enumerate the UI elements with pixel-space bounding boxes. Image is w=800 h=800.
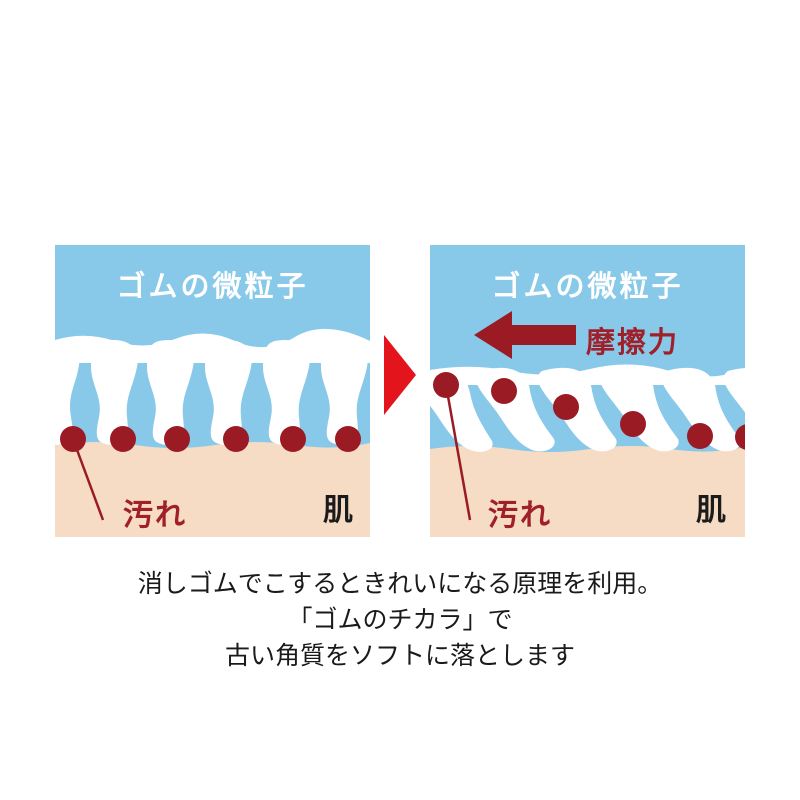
skin-label: 肌 [323, 493, 353, 528]
friction-label: 摩擦力 [586, 325, 680, 359]
skin-layer [55, 442, 370, 537]
dirt-leader-line [71, 438, 105, 521]
panel-title: ゴムの微粒子 [116, 269, 309, 303]
rubbed-particles-illustration [430, 311, 745, 537]
panel-title: ゴムの微粒子 [491, 269, 684, 303]
dirt-leader-line [444, 384, 472, 521]
skin-layer [430, 446, 745, 537]
skin-label: 肌 [696, 493, 726, 528]
rubber-particles-illustration [55, 328, 370, 537]
diagram-panel-before: ゴムの微粒子 汚れ 肌 [55, 245, 370, 537]
caption-line-2: 「ゴムのチカラ」で [287, 605, 513, 634]
dirt-label: 汚れ [123, 498, 187, 533]
diagram-panel-after: ゴムの微粒子 摩擦力 汚れ 肌 [430, 245, 745, 537]
caption-line-1: 消しゴムでこするときれいになる原理を利用。 [137, 569, 663, 598]
transition-arrow-icon [384, 335, 416, 415]
rubber-particles [55, 340, 368, 445]
friction-arrow-icon [474, 311, 576, 359]
dirt-label: 汚れ [488, 498, 552, 533]
caption-line-3: 古い角質をソフトに落とします [224, 641, 575, 670]
